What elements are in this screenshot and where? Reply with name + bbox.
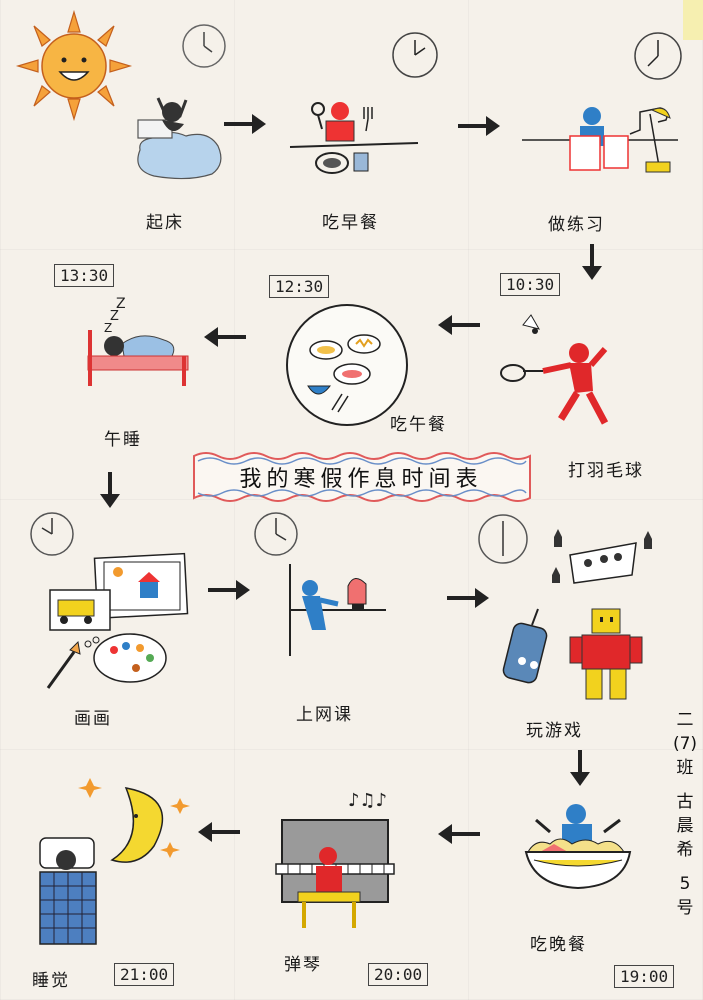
online-class-drawing: [289, 564, 386, 656]
author-number: 5号: [676, 874, 694, 918]
arrow-left-icon: [438, 824, 480, 844]
nap-drawing: Z Z Z: [87, 296, 189, 386]
time-label-lunch: 12:30: [269, 275, 330, 298]
clock-icon: [182, 24, 226, 68]
page-title: 我的寒假作息时间表: [239, 467, 483, 492]
lunch-drawing: [286, 304, 408, 426]
arrow-down-icon: [570, 750, 590, 786]
activity-label-wake-up: 起床: [146, 213, 184, 233]
svg-text:Z: Z: [110, 309, 119, 324]
arrow-down-icon: [100, 472, 120, 508]
clock-icon: [392, 32, 438, 78]
clock-icon: [254, 512, 298, 556]
clock-icon: [634, 32, 682, 80]
activity-label-breakfast: 吃早餐: [322, 213, 379, 233]
arrow-left-icon: [438, 315, 480, 335]
svg-text:Z: Z: [104, 321, 112, 335]
sun-drawing: [15, 9, 133, 122]
arrow-right-icon: [458, 116, 500, 136]
activity-label-game: 玩游戏: [526, 721, 583, 741]
activity-label-online-class: 上网课: [296, 705, 353, 725]
activity-label-badminton: 打羽毛球: [568, 461, 644, 481]
time-label-badminton: 10:30: [500, 273, 561, 296]
svg-text:Z: Z: [116, 296, 126, 312]
activity-label-dinner: 吃晚餐: [530, 935, 587, 955]
activity-label-nap: 午睡: [104, 430, 142, 450]
dinner-drawing: [524, 804, 632, 890]
arrow-right-icon: [224, 114, 266, 134]
wake-up-drawing: [137, 97, 222, 180]
activity-label-drawing: 画画: [74, 709, 112, 729]
paper-corner: [683, 0, 703, 40]
arrow-right-icon: [208, 580, 250, 600]
activity-label-piano: 弹琴: [284, 955, 322, 975]
badminton-drawing: [500, 314, 609, 425]
sleep-drawing: [39, 778, 190, 945]
game-drawing: [502, 529, 652, 700]
arrow-left-icon: [204, 327, 246, 347]
time-label-nap: 13:30: [54, 264, 115, 287]
title-banner: 我的寒假作息时间表: [186, 448, 536, 506]
author-info: 二(7)班 古晨希 5号: [672, 708, 698, 920]
clock-icon: [478, 514, 528, 564]
activity-label-sleep: 睡觉: [32, 971, 70, 991]
arrow-left-icon: [198, 822, 240, 842]
drawing-activity-art: [46, 552, 189, 689]
arrow-down-icon: [582, 244, 602, 280]
arrow-right-icon: [447, 588, 489, 608]
svg-text:♪♫♪: ♪♫♪: [348, 790, 387, 811]
author-class: 二(7)班: [672, 710, 698, 778]
activity-label-homework: 做练习: [548, 215, 605, 235]
piano-drawing: ♪♫♪: [275, 790, 395, 928]
activity-label-lunch: 吃午餐: [390, 415, 447, 435]
time-label-dinner: 19:00: [614, 965, 675, 988]
time-label-sleep: 21:00: [114, 963, 175, 986]
homework-drawing: [522, 107, 678, 173]
banner-frame: [193, 452, 531, 502]
author-name: 古晨希: [676, 792, 694, 860]
breakfast-drawing: [289, 102, 419, 174]
time-label-piano: 20:00: [368, 963, 429, 986]
clock-icon: [30, 512, 74, 556]
